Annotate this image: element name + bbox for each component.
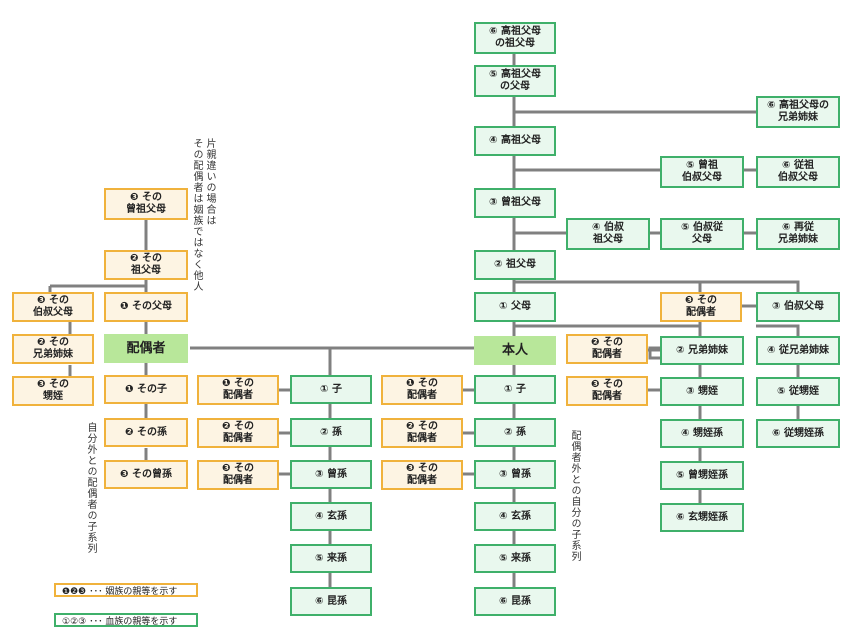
node-great-great-grandparents: ④ 高祖父母: [474, 126, 556, 156]
node-second-cousins: ⑥ 再従 兄弟姉妹: [756, 218, 840, 250]
node-great-great-grand-nephews-nieces: ⑥ 玄甥姪孫: [660, 503, 744, 532]
node-cousin-grand-uncles-aunts: ⑥ 従祖 伯叔父母: [756, 156, 840, 188]
node-spouse-siblings: ❷ その 兄弟姉妹: [12, 334, 94, 364]
node-uncles-aunts-spouse: ❸ その 配偶者: [660, 292, 742, 322]
node-cousins: ④ 従兄弟姉妹: [756, 336, 840, 365]
node-siblings: ② 兄弟姉妹: [660, 336, 744, 365]
node-self: 本人: [474, 336, 556, 365]
node-self-grandchild: ② 孫: [474, 418, 556, 447]
node-self-gen6-descendant: ⑥ 昆孫: [474, 587, 556, 616]
node-joint-child: ① 子: [290, 375, 372, 404]
node-self-child-spouse: ❶ その 配偶者: [381, 375, 463, 405]
node-grand-uncles-aunts: ④ 伯叔 祖父母: [566, 218, 650, 250]
legend-affinity: ❶❷❸ ･･･ 姻族の親等を示す: [54, 583, 198, 597]
node-spouse-great-grandchild: ❸ その曾孫: [104, 460, 188, 489]
node-great-grand-nephews-nieces: ⑤ 曾甥姪孫: [660, 461, 744, 490]
node-joint-great-grandchild: ③ 曾孫: [290, 460, 372, 489]
node-grandparents: ② 祖父母: [474, 250, 556, 280]
node-uncles-aunts: ③ 伯叔父母: [756, 292, 840, 322]
node-spouse-uncles-aunts: ❸ その 伯叔父母: [12, 292, 94, 322]
node-nephews-spouse: ❸ その 配偶者: [566, 376, 648, 406]
node-parents: ① 父母: [474, 292, 556, 322]
node-spouse-grandchild: ❷ その孫: [104, 418, 188, 447]
note-spouse-other-children: 自分外との配偶者の子系列: [85, 422, 96, 554]
node-self-great-grandchild: ③ 曾孫: [474, 460, 556, 489]
node-spouse-child: ❶ その子: [104, 375, 188, 404]
node-spouse-grandparents: ❷ その 祖父母: [104, 250, 188, 280]
node-great-great-grandparents-siblings: ⑥ 高祖父母の 兄弟姉妹: [756, 96, 840, 128]
node-joint-grandchild-spouse: ❷ その 配偶者: [197, 418, 279, 448]
node-nephews-nieces: ③ 甥姪: [660, 377, 744, 406]
node-joint-child-spouse: ❶ その 配偶者: [197, 375, 279, 405]
node-first-cousins-once-removed: ⑤ 伯叔従 父母: [660, 218, 744, 250]
node-self-grandchild-spouse: ❷ その 配偶者: [381, 418, 463, 448]
node-spouse-great-grandparents: ❸ その 曾祖父母: [104, 188, 188, 220]
node-self-child: ① 子: [474, 375, 556, 404]
node-great-great-grandparents-grandparents: ⑥ 高祖父母 の祖父母: [474, 22, 556, 54]
node-spouse-nephews-nieces: ❸ その 甥姪: [12, 376, 94, 406]
node-grand-nephews-nieces: ④ 甥姪孫: [660, 419, 744, 448]
node-great-great-grandparents-parents: ⑤ 高祖父母 の父母: [474, 65, 556, 97]
node-self-great-grandchild-spouse: ❸ その 配偶者: [381, 460, 463, 490]
node-spouse: 配偶者: [104, 334, 188, 363]
node-joint-grandchild: ② 孫: [290, 418, 372, 447]
node-spouse-parents: ❶ その父母: [104, 292, 188, 322]
node-joint-great-grandchild-spouse: ❸ その 配偶者: [197, 460, 279, 490]
node-self-gen5-descendant: ⑤ 来孫: [474, 544, 556, 573]
node-great-grandparents: ③ 曾祖父母: [474, 188, 556, 218]
node-cousins-grandchildren: ⑥ 従甥姪孫: [756, 419, 840, 448]
node-great-grand-uncles-aunts: ⑤ 曾祖 伯叔父母: [660, 156, 744, 188]
node-joint-gen6-descendant: ⑥ 昆孫: [290, 587, 372, 616]
node-siblings-spouse: ❷ その 配偶者: [566, 334, 648, 364]
note-half-sibling: 片親違いの場合は その配偶者は姻族ではなく他人: [191, 138, 215, 292]
node-cousins-children: ⑤ 従甥姪: [756, 377, 840, 406]
node-joint-gen5-descendant: ⑤ 来孫: [290, 544, 372, 573]
node-joint-great-great-grandchild: ④ 玄孫: [290, 502, 372, 531]
note-self-other-children: 配偶者外との自分の子系列: [569, 430, 580, 562]
legend-blood: ①②③ ･･･ 血族の親等を示す: [54, 613, 198, 627]
node-self-great-great-grandchild: ④ 玄孫: [474, 502, 556, 531]
